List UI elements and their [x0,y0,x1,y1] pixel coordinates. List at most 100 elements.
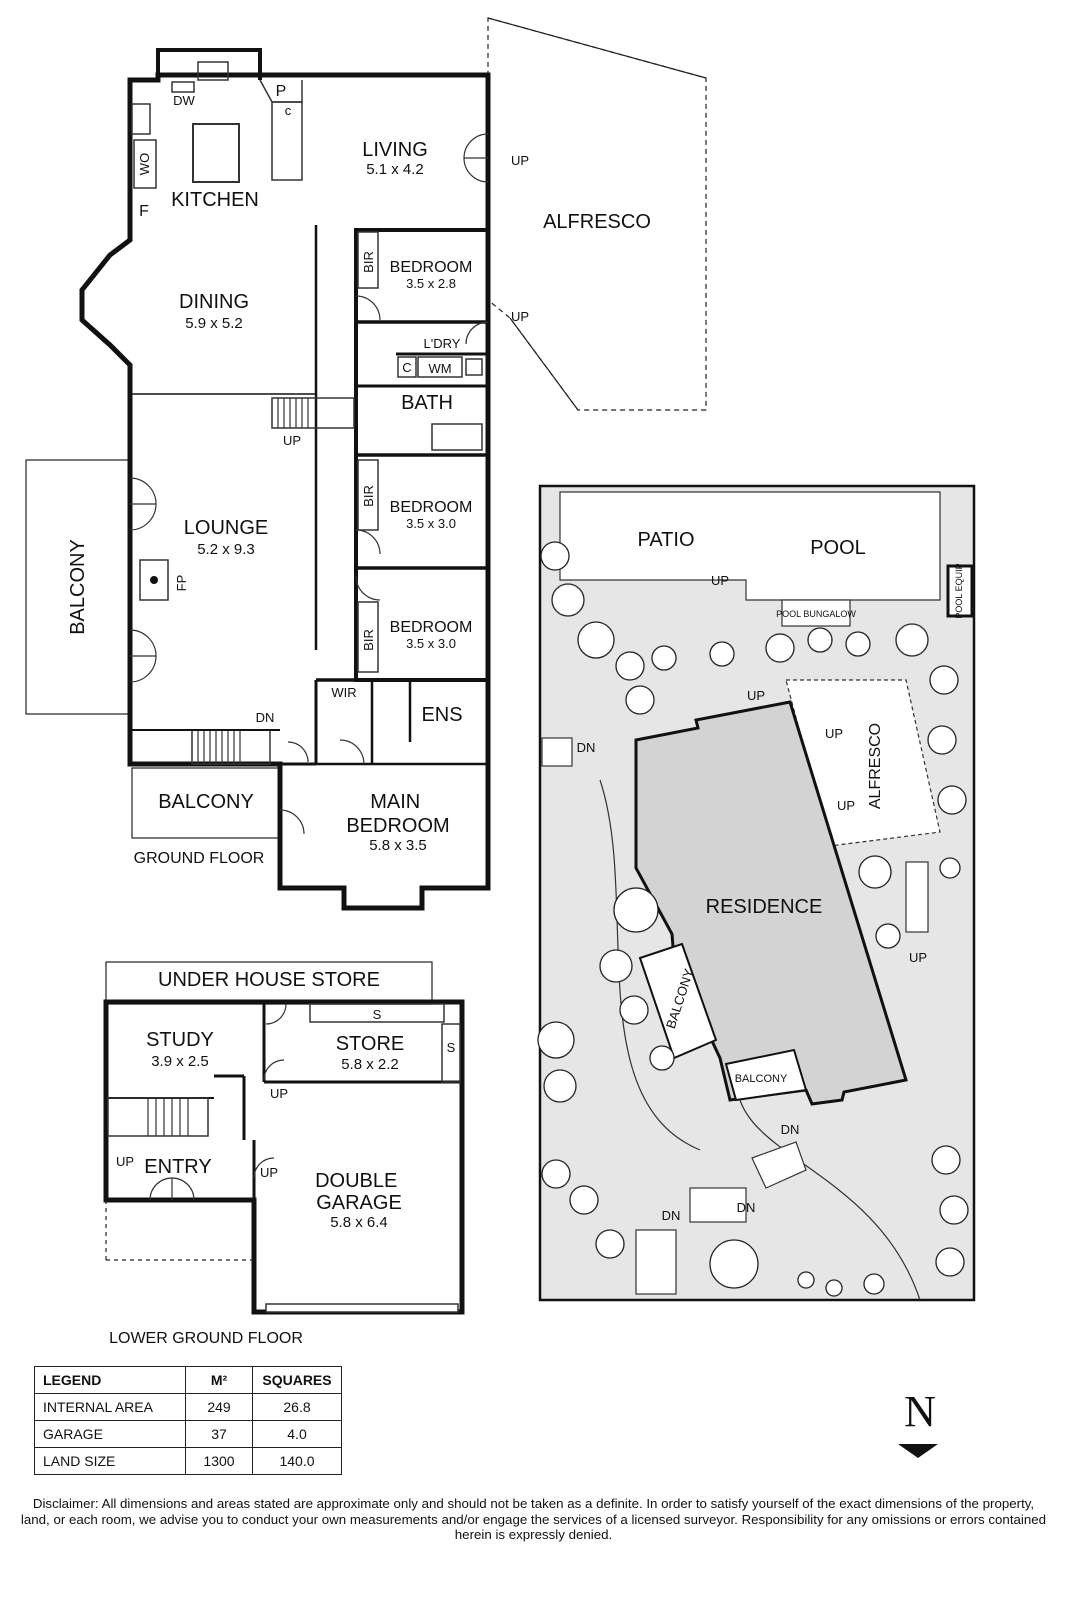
label-laundry: L'DRY [424,336,461,351]
lower-ground-floor-plan [103,961,465,1315]
area-legend-table: LEGEND M² SQUARES INTERNAL AREA 249 26.8… [34,1366,342,1475]
room-name-balcony-south: BALCONY [158,791,254,813]
legend-row-label: LAND SIZE [34,1447,186,1475]
room-name-alfresco: ALFRESCO [543,211,651,233]
label-bir-1: BIR [361,251,376,273]
label-up-laundry: UP [511,309,529,324]
site-label-pool-bungalow: POOL BUNGALOW [776,609,856,619]
label-dw: DW [173,93,195,108]
room-dims-lounge: 5.2 x 9.3 [197,541,255,558]
room-name-ens: ENS [421,704,462,726]
label-up-store: UP [270,1086,288,1101]
room-dims-bedroom-3: 3.5 x 3.0 [406,636,456,651]
legend-header-label: LEGEND [34,1366,186,1394]
disclaimer-text: Disclaimer: All dimensions and areas sta… [20,1496,1047,1542]
site-label-dn-lower: DN [662,1208,681,1223]
legend-row-m2: 37 [185,1420,253,1448]
label-wir: WIR [331,685,356,700]
room-name-entry: ENTRY [144,1156,211,1178]
label-s-right: S [447,1040,456,1055]
label-up-entry: UP [116,1154,134,1169]
legend-row-m2: 1300 [185,1447,253,1475]
site-label-residence: RESIDENCE [706,896,823,918]
room-dims-dining: 5.9 x 5.2 [185,315,243,332]
main-bedroom-line-2: BEDROOM [346,815,449,837]
room-dims-living: 5.1 x 4.2 [366,161,424,178]
north-label: N [904,1387,936,1436]
legend-row-label: GARAGE [34,1420,186,1448]
room-dims-store: 5.8 x 2.2 [341,1056,399,1073]
label-fp: FP [174,575,189,592]
label-up-garage: UP [260,1165,278,1180]
lower-ground-labels: UNDER HOUSE STORE STUDY 3.9 x 2.5 STORE … [109,969,456,1347]
site-label-up-steps: UP [747,688,765,703]
site-label-up-door: UP [837,798,855,813]
label-dn-stairs: DN [256,710,275,725]
site-label-up-east: UP [909,950,927,965]
garage-line-1: DOUBLE [315,1170,397,1192]
legend-row-label: INTERNAL AREA [34,1393,186,1421]
legend-header-squares: SQUARES [252,1366,342,1394]
legend-header-m2: M² [185,1366,253,1394]
room-name-bedroom-3: BEDROOM [390,619,473,636]
label-c-pantry: c [285,103,292,118]
caption-ground-floor: GROUND FLOOR [134,850,265,867]
label-bir-2: BIR [361,485,376,507]
ground-floor-labels: LIVING 5.1 x 4.2 KITCHEN DINING 5.9 x 5.… [67,83,651,867]
label-up-living: UP [511,153,529,168]
label-p: P [276,83,287,100]
label-bir-3: BIR [361,629,376,651]
legend-row-m2: 249 [185,1393,253,1421]
room-name-double-garage: DOUBLE GARAGE [315,1170,403,1214]
north-indicator: N [898,1390,942,1465]
main-bedroom-line-1: MAIN [370,791,420,813]
site-plan [537,484,976,1302]
label-f: F [139,203,149,220]
room-dims-study: 3.9 x 2.5 [151,1053,209,1070]
ground-floor-plan [25,17,707,911]
room-name-kitchen: KITCHEN [171,189,259,211]
room-dims-main-bedroom: 5.8 x 3.5 [369,837,427,854]
legend-row-squares: 4.0 [252,1420,342,1448]
room-name-bedroom-1: BEDROOM [390,259,473,276]
room-name-bedroom-2: BEDROOM [390,499,473,516]
label-s-top: S [373,1007,382,1022]
north-arrow-icon [898,1444,938,1458]
room-name-living: LIVING [362,139,428,161]
site-label-up-alfresco: UP [825,726,843,741]
site-label-dn-middle: DN [737,1200,756,1215]
site-label-pool-equip: POOL EQUIP [954,563,964,618]
legend-header-row: LEGEND M² SQUARES [34,1366,342,1394]
site-label-patio: PATIO [637,529,694,551]
room-name-main-bedroom: MAIN BEDROOM [346,791,449,837]
site-label-pool: POOL [810,537,866,559]
legend-row: GARAGE 37 4.0 [34,1420,342,1448]
legend-row-squares: 26.8 [252,1393,342,1421]
room-dims-double-garage: 5.8 x 6.4 [330,1214,388,1231]
site-label-dn-south: DN [781,1122,800,1137]
label-up-stairs: UP [283,433,301,448]
caption-lower-ground-floor: LOWER GROUND FLOOR [109,1330,303,1347]
room-name-dining: DINING [179,291,249,313]
label-c: C [402,360,411,375]
room-name-lounge: LOUNGE [184,517,268,539]
room-name-bath: BATH [401,392,453,414]
room-name-under-house-store: UNDER HOUSE STORE [158,969,380,991]
room-dims-bedroom-2: 3.5 x 3.0 [406,516,456,531]
legend-row: INTERNAL AREA 249 26.8 [34,1393,342,1421]
room-dims-bedroom-1: 3.5 x 2.8 [406,276,456,291]
legend-row: LAND SIZE 1300 140.0 [34,1447,342,1475]
legend-row-squares: 140.0 [252,1447,342,1475]
label-wo: WO [137,153,152,175]
site-label-alfresco: ALFRESCO [867,723,884,809]
site-label-balcony-rear: BALCONY [735,1073,788,1085]
site-label-dn-west: DN [577,740,596,755]
ground-floor-outer-wall [79,72,491,911]
room-name-study: STUDY [146,1029,214,1051]
label-wm: WM [428,361,451,376]
garage-line-2: GARAGE [316,1192,402,1214]
site-label-up-patio: UP [711,573,729,588]
room-name-balcony-west: BALCONY [67,539,89,635]
room-name-store: STORE [336,1033,405,1055]
